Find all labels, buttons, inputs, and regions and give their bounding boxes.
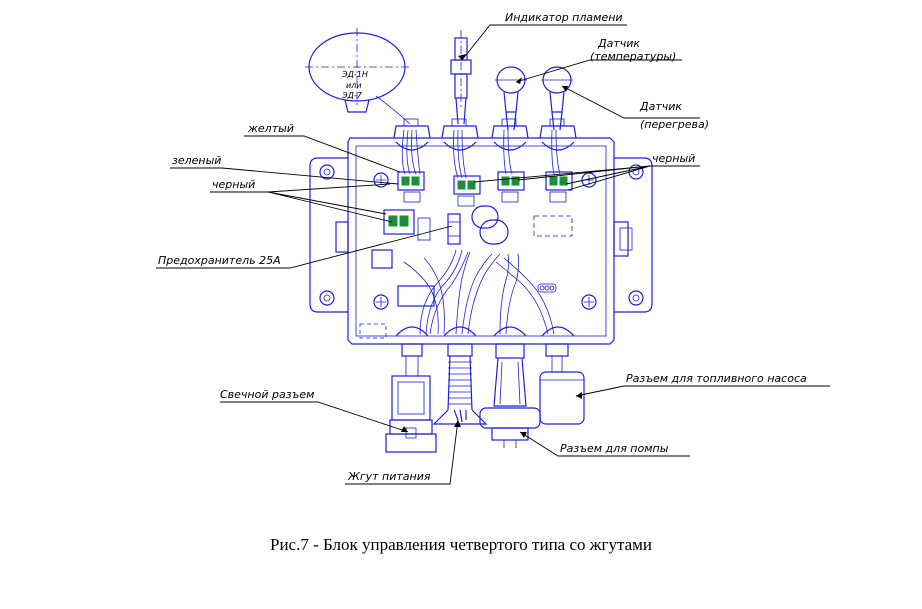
- label-black-right: черный: [652, 152, 695, 165]
- top-wires: [401, 129, 561, 179]
- label-overheat-sensor-sub: (перегрева): [640, 118, 709, 131]
- temperature-sensor: [495, 66, 527, 131]
- label-yellow: желтый: [247, 122, 294, 135]
- figure-caption: Рис.7 - Блок управления четвертого типа …: [269, 535, 653, 554]
- glow-type-or: или: [346, 81, 362, 90]
- label-black-left: черный: [212, 178, 255, 191]
- diagram-labels: Индикатор пламени Датчик (температуры) Д…: [158, 11, 807, 483]
- label-power-harness: Жгут питания: [347, 470, 431, 483]
- glow-plug-unit: ЭД-1Н или ЭД-7: [305, 28, 411, 125]
- label-temp-sensor-sub: (температуры): [590, 50, 676, 63]
- label-overheat-sensor: Датчик: [639, 100, 682, 113]
- label-pump-connector: Разъем для помпы: [560, 442, 669, 455]
- label-flame-indicator: Индикатор пламени: [505, 11, 623, 24]
- bottom-cable-glands: [395, 326, 575, 359]
- glow-plug-connector: [385, 356, 437, 453]
- fuel-pump-connector: [539, 356, 585, 425]
- top-cable-glands: [393, 118, 577, 151]
- overheat-sensor: [541, 66, 573, 131]
- connector-blocks: [383, 171, 573, 235]
- glow-type-1: ЭД-1Н: [341, 70, 368, 79]
- label-green: зеленый: [172, 154, 221, 167]
- internal-components: [359, 205, 573, 339]
- label-plug-connector: Свечной разъем: [220, 388, 314, 401]
- power-harness: [432, 355, 488, 425]
- leader-lines: [156, 24, 830, 485]
- label-fuel-pump-connector: Разъем для топливного насоса: [626, 372, 807, 385]
- flame-indicator: [450, 30, 472, 125]
- label-fuse: Предохранитель 25А: [158, 254, 281, 267]
- label-temp-sensor: Датчик: [597, 37, 640, 50]
- pump-connector: [479, 357, 541, 448]
- control-unit-housing: [309, 137, 653, 345]
- lower-wires: [403, 249, 555, 335]
- glow-type-2: ЭД-7: [341, 91, 363, 100]
